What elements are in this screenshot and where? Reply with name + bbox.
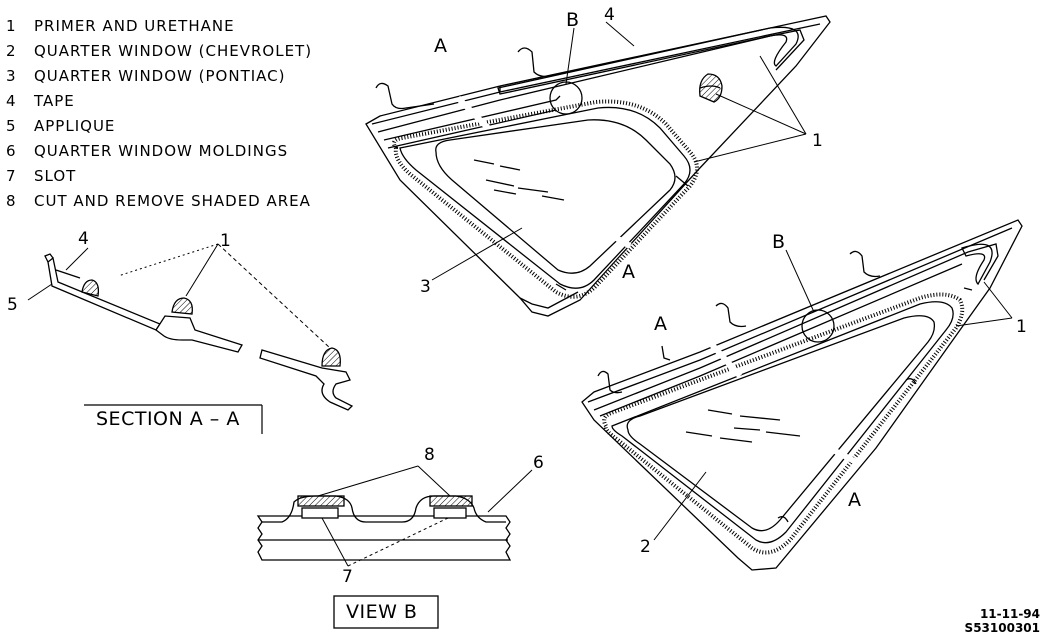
pontiac-leaders: [431, 21, 807, 281]
section-aa-frame: [84, 404, 263, 434]
callout-4: 4: [604, 5, 615, 25]
pontiac-window: [365, 15, 831, 317]
callout-5: 5: [7, 295, 18, 315]
callout-a-pontiac-top: A: [434, 35, 447, 57]
callout-6: 6: [533, 453, 544, 473]
chevrolet-section-cuts: [703, 335, 858, 465]
figure-code: S53100301: [964, 621, 1040, 635]
callout-a-pontiac-bottom: A: [622, 261, 635, 283]
section-aa-drawing: [44, 253, 354, 411]
callout-b-chevrolet: B: [772, 231, 785, 253]
callout-1-pontiac: 1: [812, 131, 823, 151]
pontiac-section-cuts: [455, 95, 632, 249]
figure-date: 11-11-94: [979, 607, 1040, 621]
view-b-drawing: [256, 495, 512, 561]
callout-7: 7: [342, 567, 353, 587]
view-b-frame: [333, 595, 439, 629]
callout-4-section: 4: [78, 229, 89, 249]
chevrolet-leaders: [653, 249, 1013, 541]
callout-1-section: 1: [220, 231, 231, 251]
callout-3: 3: [420, 277, 431, 297]
callout-a-chevrolet-top: A: [654, 313, 667, 335]
chevrolet-window: [581, 219, 1023, 571]
view-b-label: VIEW B: [346, 601, 418, 623]
callout-1-chevrolet: 1: [1016, 317, 1027, 337]
figure-footer: 11-11-94 S53100301: [965, 607, 1040, 635]
callout-8: 8: [424, 445, 435, 465]
view-b-leaders: [317, 465, 533, 567]
callout-b-pontiac: B: [566, 9, 579, 31]
section-aa-label: SECTION A – A: [96, 408, 240, 430]
section-aa-leaders: [27, 243, 331, 349]
callout-2: 2: [640, 537, 651, 557]
callout-a-chevrolet-bottom: A: [848, 489, 861, 511]
